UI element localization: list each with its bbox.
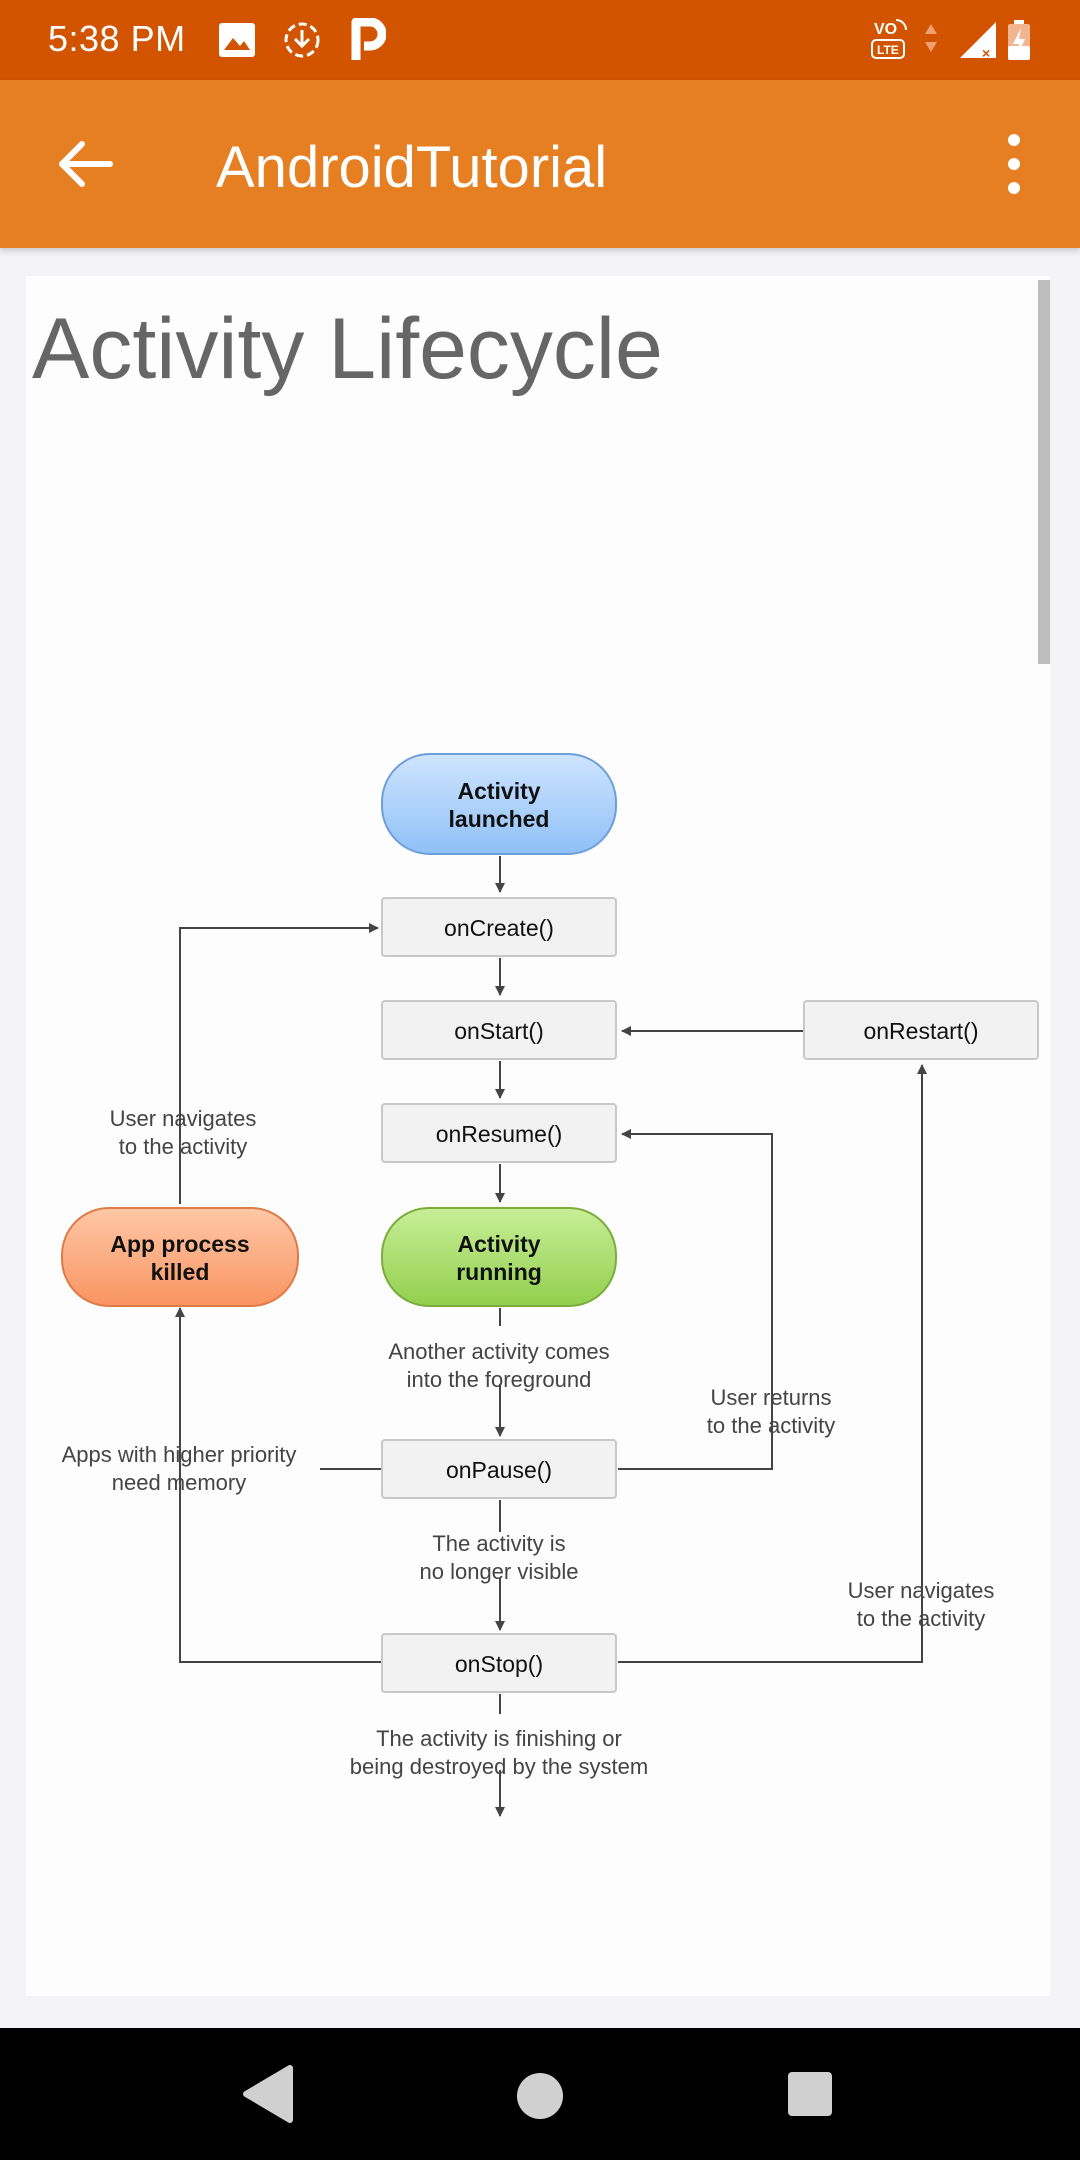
node-activity-launched: Activity launched: [381, 753, 617, 855]
battery-icon: [1008, 20, 1030, 60]
node-label: Activity: [457, 1231, 540, 1257]
navigation-bar: [0, 2028, 1080, 2160]
app-bar: AndroidTutorial: [0, 80, 1080, 248]
label-another-activity-1: Another activity comes: [388, 1339, 609, 1364]
arrow-onpause-to-onresume: [618, 1129, 773, 1470]
p-app-icon: [351, 18, 386, 60]
signal-icon: ×: [960, 22, 996, 60]
svg-text:×: ×: [982, 45, 990, 60]
status-time: 5:38 PM: [48, 18, 186, 59]
label-higher-priority-1: Apps with higher priority: [62, 1442, 297, 1467]
node-label: Activity: [457, 778, 540, 804]
node-label: onStart(): [454, 1018, 543, 1044]
node-onstop: onStop(): [381, 1633, 617, 1693]
status-bar: 5:38 PM VO LTE ×: [0, 0, 1080, 80]
node-activity-running: Activity running: [381, 1207, 617, 1307]
label-user-navigates-left-1: User navigates: [110, 1106, 257, 1131]
label-no-longer-visible-2: no longer visible: [420, 1559, 579, 1584]
node-label: onStop(): [455, 1651, 543, 1677]
label-no-longer-visible-1: The activity is: [432, 1531, 565, 1556]
label-user-navigates-right-1: User navigates: [848, 1578, 995, 1603]
app-title: AndroidTutorial: [216, 135, 608, 200]
recents-square-icon[interactable]: [784, 2068, 836, 2120]
node-onresume: onResume(): [381, 1103, 617, 1163]
node-label: running: [456, 1259, 542, 1285]
page-title: Activity Lifecycle: [32, 301, 663, 397]
node-onpause: onPause(): [381, 1439, 617, 1499]
node-label: onResume(): [436, 1121, 563, 1147]
svg-text:LTE: LTE: [877, 43, 899, 57]
data-arrows-icon: [925, 24, 937, 52]
label-finishing-1: The activity is finishing or: [376, 1726, 622, 1751]
node-onrestart: onRestart(): [803, 1000, 1039, 1060]
home-circle-icon[interactable]: [512, 2068, 568, 2124]
svg-text:VO: VO: [874, 21, 897, 38]
node-label: killed: [151, 1259, 210, 1285]
node-label: launched: [449, 806, 550, 832]
scrollbar[interactable]: [1038, 280, 1050, 664]
node-app-process-killed: App process killed: [61, 1207, 299, 1307]
label-higher-priority-2: need memory: [112, 1470, 247, 1495]
node-oncreate: onCreate(): [381, 897, 617, 957]
label-user-returns-1: User returns: [710, 1385, 831, 1410]
label-user-navigates-right-2: to the activity: [857, 1606, 985, 1631]
volte-icon: VO LTE: [871, 19, 907, 59]
label-finishing-2: being destroyed by the system: [350, 1754, 648, 1779]
back-arrow-icon[interactable]: [52, 130, 120, 198]
download-icon: [284, 22, 320, 58]
label-user-navigates-left-2: to the activity: [119, 1134, 247, 1159]
node-label: onPause(): [446, 1457, 552, 1483]
label-user-returns-2: to the activity: [707, 1413, 835, 1438]
arrow-onstop-to-onrestart: [618, 1064, 927, 1663]
node-label: App process: [110, 1231, 249, 1257]
node-label: onCreate(): [444, 915, 554, 941]
arrow-killed-to-oncreate: [179, 923, 379, 1204]
overflow-menu-icon[interactable]: [994, 132, 1034, 196]
node-onstart: onStart(): [381, 1000, 617, 1060]
label-another-activity-2: into the foreground: [407, 1367, 592, 1392]
image-icon: [219, 23, 255, 57]
arrow-onstop-to-killed: [175, 1307, 382, 1663]
node-label: onRestart(): [863, 1018, 978, 1044]
back-triangle-icon[interactable]: [240, 2064, 296, 2124]
